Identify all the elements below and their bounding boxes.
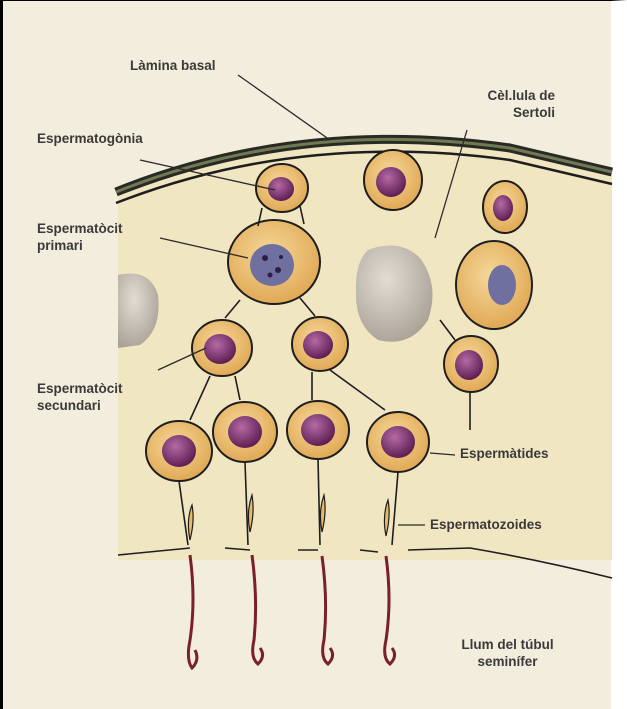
label-lamina-basal: Làmina basal [130, 57, 216, 74]
espermatocit-secundari-cell [192, 320, 252, 376]
label-espermatocit-secundari: Espermatòcit secundari [37, 380, 123, 414]
sertoli-nucleus [356, 246, 433, 342]
label-espermatocit-primari: Espermatòcit primari [37, 220, 123, 254]
espermatocit-secundari-cell [444, 336, 498, 392]
espermatide-cell [367, 412, 429, 472]
espermatide-cell [213, 402, 277, 462]
espermatocit-primari-cell [456, 241, 532, 329]
espermatogonia-cell [364, 150, 422, 210]
espermatogonia-cell [483, 181, 527, 233]
label-llum-tubul: Llum del túbul seminífer [455, 636, 560, 670]
espermatide-cell [287, 401, 349, 459]
label-espermatozoides: Espermatozoides [430, 516, 542, 533]
espermatocit-secundari-cell [292, 317, 348, 371]
espermatocit-primari-cell [228, 220, 320, 304]
espermatide-cell [146, 421, 212, 481]
label-espermatogonia: Espermatogònia [37, 130, 143, 147]
label-espermatides: Espermàtides [460, 445, 549, 462]
label-cellula-sertoli: Cèl.lula de Sertoli [455, 87, 555, 121]
